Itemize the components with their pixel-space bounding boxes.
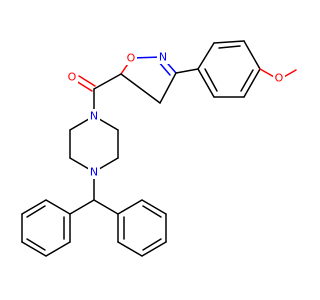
aryl-inner-bond-b [240,69,254,92]
aryl-bond-1 [197,42,215,70]
aryl-bond-3 [243,40,261,70]
right-phenyl-bond-4 [141,241,167,257]
carbonyl-double-bond-a [75,80,93,92]
right-phenyl-bond-5 [117,241,143,257]
carbonyl-double-bond-b [78,75,96,87]
ether-oxygen-label: O [275,72,284,85]
right-phenyl-bond-1 [117,199,143,215]
carbonyl-oxygen-bg [66,70,78,84]
piperazine-n-bottom-label: N [90,166,98,179]
left-phenyl-inner-bond-b [26,238,46,251]
left-phenyl-bond-4 [21,241,47,257]
left-phenyl-bond-2 [21,199,47,215]
left-phenyl-bond-5 [45,241,71,257]
aryl-bond-4 [243,68,261,98]
aryl-bond-2 [213,40,245,44]
molecule-diagram: O O N O N N [21,40,297,257]
ring-nitrogen-bg [157,50,169,64]
aryl-inner-bond-c [204,68,218,92]
ether-oxygen-bg [273,71,285,85]
methoxyphenyl-ring [197,40,261,98]
atom-labels: O O N O N N [66,50,285,179]
piperazine-n-bottom-bg [88,165,100,179]
piperazine-n-top-bg [88,109,100,123]
right-phenyl-inner-bond-b [142,238,162,251]
methine-to-left-phenyl-bond [69,199,95,215]
carbonyl-oxygen-label: O [68,71,77,84]
carbonyl-to-ring-bond [93,73,122,90]
right-phenyl-ring [117,199,167,257]
left-phenyl-bond-1 [45,199,71,215]
molecule-structure: O O N O N N [21,40,297,257]
right-phenyl-inner-bond-a [142,205,162,218]
ring-oxygen-bg [125,51,137,65]
right-phenyl-bond-2 [141,199,167,215]
ring-nitrogen-label: N [159,51,167,64]
ring-oxygen-label: O [127,52,136,65]
piperazine-n-top-label: N [90,110,98,123]
left-phenyl-inner-bond-a [26,205,46,218]
ring-c4-c5-bond [120,73,161,104]
ring-c3-c4-bond [159,72,177,104]
methine-to-right-phenyl-bond [93,199,119,215]
left-phenyl-ring [21,199,71,257]
aryl-bond-6 [197,68,215,98]
piperazine-ring [69,115,119,173]
aryl-inner-bond-a [218,45,241,49]
isoxazoline-to-aryl-bond [175,68,199,74]
